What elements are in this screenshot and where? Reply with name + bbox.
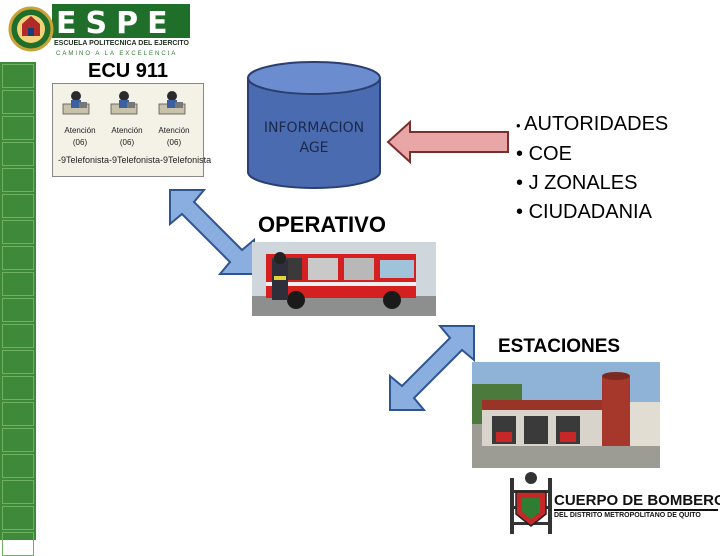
cycle-arrow-icon: [166, 186, 258, 278]
operativo-title: OPERATIVO: [258, 212, 386, 238]
left-band-cell: [2, 506, 34, 530]
espe-logo-letters: ESPE: [56, 6, 177, 41]
left-band-cell: [2, 142, 34, 166]
left-band-cell: [2, 246, 34, 270]
left-band-cell: [2, 298, 34, 322]
left-band-cell: [2, 64, 34, 88]
left-band-cell: [2, 324, 34, 348]
cycle-arrow-icon: [386, 322, 478, 414]
left-band-cell: [2, 272, 34, 296]
espe-seal-icon: [8, 4, 54, 58]
stakeholder-item: J ZONALES: [516, 169, 668, 198]
bomberos-crest-icon: [506, 470, 556, 538]
left-band-cell: [2, 220, 34, 244]
database-label-line1: INFORMACION: [246, 118, 382, 138]
stakeholder-item: AUTORIDADES: [516, 110, 668, 140]
operator-icon: [109, 88, 139, 118]
operator-icon: [61, 88, 91, 118]
fire-truck-photo: [252, 242, 436, 316]
station-label: Atención: [58, 126, 102, 135]
university-name: ESCUELA POLITECNICA DEL EJERCITO: [54, 40, 189, 47]
operator-icon: [157, 88, 187, 118]
station-label: Atención: [152, 126, 196, 135]
estaciones-title: ESTACIONES: [498, 336, 620, 358]
left-green-band: [0, 0, 36, 540]
stakeholder-list: AUTORIDADES COE J ZONALES CIUDADANIA: [516, 110, 668, 227]
left-band-cell: [2, 376, 34, 400]
fire-station-photo: [472, 362, 660, 468]
university-motto: CAMINO A LA EXCELENCIA: [56, 51, 177, 57]
left-band-cell: [2, 402, 34, 426]
left-band-cell: [2, 194, 34, 218]
station-label: Atención: [105, 126, 149, 135]
left-band-cell: [2, 480, 34, 504]
left-band-cell: [2, 168, 34, 192]
left-band-cell: [2, 90, 34, 114]
station-count: (06): [105, 138, 149, 147]
bomberos-subtitle: DEL DISTRITO METROPOLITANO DE QUITO: [554, 512, 701, 519]
bomberos-divider: [554, 509, 718, 511]
stakeholder-item: CIUDADANIA: [516, 198, 668, 227]
ecu911-title: ECU 911: [88, 60, 168, 83]
left-band-cell: [2, 350, 34, 374]
station-count: (06): [152, 138, 196, 147]
left-band-cell: [2, 428, 34, 452]
database-label-line2: AGE: [246, 138, 382, 158]
database-label: INFORMACION AGE: [246, 118, 382, 158]
station-count: (06): [58, 138, 102, 147]
left-band-cell: [2, 454, 34, 478]
left-arrow-icon: [386, 120, 510, 164]
telefonista-line: -9Telefonista-9Telefonista-9Telefonista: [58, 155, 211, 165]
stakeholder-item: COE: [516, 140, 668, 169]
left-band-cell: [2, 116, 34, 140]
left-band-cell: [2, 532, 34, 556]
bomberos-title: CUERPO DE BOMBEROS: [554, 492, 720, 509]
